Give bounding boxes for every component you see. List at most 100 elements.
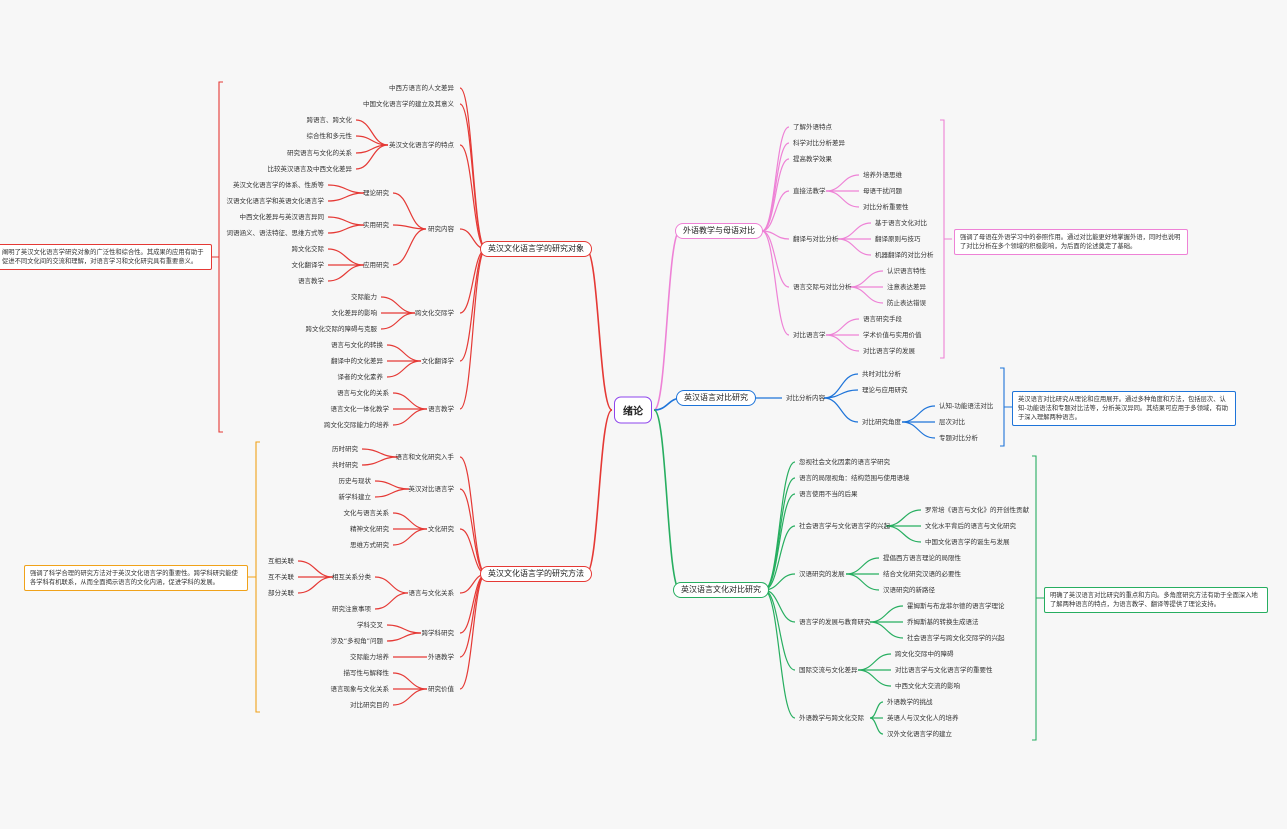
node-method-m2-items-1[interactable]: 新学科建立 (339, 493, 372, 501)
node-method-m4[interactable]: 语言与文化关系 (409, 589, 455, 597)
node-culture-k2-items-0[interactable]: 提倡西方语言理论的局限性 (883, 554, 961, 562)
node-culture-k2[interactable]: 汉语研究的发展 (799, 570, 845, 578)
node-culture-k3[interactable]: 语言学的发展与教育研究 (799, 618, 871, 626)
node-fl-g1-items-0[interactable]: 培养外语思维 (863, 171, 902, 179)
node-method-m5-items-1[interactable]: 涉及“多视角”问题 (331, 637, 383, 645)
node-culture-k5-items-2[interactable]: 汉外文化语言学的建立 (887, 730, 952, 738)
node-obj-c1-items-1[interactable]: 综合性和多元性 (307, 132, 353, 140)
node-culture-k1-items-0[interactable]: 罗常培《语言与文化》的开创性贡献 (925, 506, 1029, 514)
node-method-m1[interactable]: 语言和文化研究入手 (396, 453, 455, 461)
node-method-m4a-items-0[interactable]: 互相关联 (268, 557, 294, 565)
node-fl-g4-items-2[interactable]: 对比语言学的发展 (863, 347, 915, 355)
node-fl-g2[interactable]: 翻译与对比分析 (793, 235, 839, 243)
node-method-m3-items-0[interactable]: 文化与语言关系 (344, 509, 390, 517)
node-fl-g3-items-0[interactable]: 认识语言特性 (887, 267, 926, 275)
node-fl-g1-items-2[interactable]: 对比分析重要性 (863, 203, 909, 211)
node-obj-c1-items-0[interactable]: 跨语言、跨文化 (307, 116, 353, 124)
node-method-m6[interactable]: 外语教学 (428, 653, 454, 661)
node-fl-top-2[interactable]: 提高教学效果 (793, 155, 832, 163)
node-fl-g4-items-0[interactable]: 语言研究手段 (863, 315, 902, 323)
node-fl-g1-items-1[interactable]: 母语干扰问题 (863, 187, 902, 195)
node-obj-c2a-items-0[interactable]: 英汉文化语言学的体系、性质等 (233, 181, 324, 189)
node-method-m5[interactable]: 跨学科研究 (422, 629, 455, 637)
node-culture-top-2[interactable]: 语言使用不当的后果 (799, 490, 858, 498)
node-culture-k3-items-1[interactable]: 乔姆斯基的转换生成语法 (907, 618, 979, 626)
node-culture-k2-items-2[interactable]: 汉语研究的新路径 (883, 586, 935, 594)
node-fl-g4[interactable]: 对比语言学 (793, 331, 826, 339)
node-method-m7-items-2[interactable]: 对比研究目的 (350, 701, 389, 709)
node-method-m7-items-0[interactable]: 描写性与解释性 (344, 669, 390, 677)
node-obj-top1[interactable]: 中西方语言的人文差异 (389, 84, 454, 92)
node-culture-k1-items-2[interactable]: 中国文化语言学的诞生与发展 (925, 538, 1010, 546)
node-fl-g2-items-0[interactable]: 基于语言文化对比 (875, 219, 927, 227)
node-culture-k4-items-0[interactable]: 跨文化交际中的障碍 (895, 650, 954, 658)
node-method-m3-items-2[interactable]: 思维方式研究 (350, 541, 389, 549)
node-fl-g2-items-2[interactable]: 机器翻译的对比分析 (875, 251, 934, 259)
node-obj-c3-items-1[interactable]: 文化差异的影响 (332, 309, 378, 317)
section-research-method[interactable]: 英汉文化语言学的研究方法 (480, 566, 592, 582)
node-obj-c2a[interactable]: 理论研究 (363, 189, 389, 197)
node-method-m2-items-0[interactable]: 历史与现状 (339, 477, 372, 485)
node-method-m1-items-1[interactable]: 共时研究 (332, 461, 358, 469)
node-lang-h[interactable]: 对比分析内容 (786, 394, 825, 402)
node-culture-top-1[interactable]: 语言的局限视角：结构范围与使用语境 (799, 474, 910, 482)
node-method-m5-items-0[interactable]: 学科交叉 (357, 621, 383, 629)
node-method-m2[interactable]: 英汉对比语言学 (409, 485, 455, 493)
node-obj-c2[interactable]: 研究内容 (428, 225, 454, 233)
node-fl-top-0[interactable]: 了解外语特点 (793, 123, 832, 131)
node-obj-c1-items-3[interactable]: 比较英汉语言及中西文化差异 (268, 165, 353, 173)
node-fl-g2-items-1[interactable]: 翻译原则与技巧 (875, 235, 921, 243)
section-research-object[interactable]: 英汉文化语言学的研究对象 (480, 241, 592, 257)
node-culture-k5-items-0[interactable]: 外语教学的挑战 (887, 698, 933, 706)
node-obj-c4-items-1[interactable]: 翻译中的文化差异 (331, 357, 383, 365)
node-method-m6-items-0[interactable]: 交际能力培养 (350, 653, 389, 661)
section-foreign-language-teaching[interactable]: 外语教学与母语对比 (675, 223, 763, 239)
section-culture-comparison[interactable]: 英汉语言文化对比研究 (673, 582, 769, 598)
node-lang-h2-items-2[interactable]: 专题对比分析 (939, 434, 978, 442)
node-method-m1-items-0[interactable]: 历时研究 (332, 445, 358, 453)
node-culture-k1-items-1[interactable]: 文化水平背后的语言与文化研究 (925, 522, 1016, 530)
node-obj-c5-items-1[interactable]: 语言文化一体化教学 (331, 405, 390, 413)
node-method-m7-items-1[interactable]: 语言现象与文化关系 (331, 685, 390, 693)
node-fl-top-1[interactable]: 科学对比分析差异 (793, 139, 845, 147)
node-lang-items-0[interactable]: 共时对比分析 (862, 370, 901, 378)
node-obj-c2c[interactable]: 应用研究 (363, 261, 389, 269)
node-obj-c4[interactable]: 文化翻译学 (422, 357, 455, 365)
node-culture-top-0[interactable]: 忽视社会文化因素的语言学研究 (799, 458, 890, 466)
node-culture-k1[interactable]: 社会语言学与文化语言学的兴起 (799, 522, 890, 530)
node-fl-g4-items-1[interactable]: 学术价值与实用价值 (863, 331, 922, 339)
node-fl-g3-items-1[interactable]: 注意表达差异 (887, 283, 926, 291)
node-lang-h2[interactable]: 对比研究角度 (862, 418, 901, 426)
node-obj-c1[interactable]: 英汉文化语言学的特点 (389, 141, 454, 149)
node-lang-items-1[interactable]: 理论与应用研究 (862, 386, 908, 394)
node-obj-c5-items-0[interactable]: 语言与文化的关系 (337, 389, 389, 397)
node-obj-c3[interactable]: 跨文化交际学 (415, 309, 454, 317)
node-culture-k5[interactable]: 外语教学与跨文化交际 (799, 714, 864, 722)
node-method-m4a-items-1[interactable]: 互不关联 (268, 573, 294, 581)
node-obj-c2b-items-1[interactable]: 词语涵义、语法特征、思维方式等 (227, 229, 325, 237)
node-method-m7[interactable]: 研究价值 (428, 685, 454, 693)
node-obj-c5-items-2[interactable]: 跨文化交际能力的培养 (324, 421, 389, 429)
node-obj-top2[interactable]: 中国文化语言学的建立及其意义 (363, 100, 454, 108)
node-obj-c4-items-2[interactable]: 译者的文化素养 (338, 373, 384, 381)
node-method-m3[interactable]: 文化研究 (428, 525, 454, 533)
node-obj-c2c-items-2[interactable]: 语言教学 (298, 277, 324, 285)
node-obj-c2c-items-0[interactable]: 跨文化交际 (292, 245, 325, 253)
node-obj-c3-items-2[interactable]: 跨文化交际的障碍与克服 (306, 325, 378, 333)
node-obj-c2a-items-1[interactable]: 汉语文化语言学和英语文化语言学 (227, 197, 325, 205)
node-culture-k5-items-1[interactable]: 英语人与汉文化人的培养 (887, 714, 959, 722)
node-fl-g3-items-2[interactable]: 防止表达错误 (887, 299, 926, 307)
node-fl-g1[interactable]: 直接法教学 (793, 187, 826, 195)
node-culture-k4-items-1[interactable]: 对比语言学与文化语言学的重要性 (895, 666, 993, 674)
node-culture-k4-items-2[interactable]: 中西文化大交流的影响 (895, 682, 960, 690)
node-obj-c3-items-0[interactable]: 交际能力 (351, 293, 377, 301)
node-method-m3-items-1[interactable]: 精神文化研究 (350, 525, 389, 533)
node-obj-c5[interactable]: 语言教学 (428, 405, 454, 413)
node-lang-h2-items-0[interactable]: 认知-功能语法对比 (939, 402, 993, 410)
node-method-m4b[interactable]: 研究注意事项 (332, 605, 371, 613)
node-lang-h2-items-1[interactable]: 层次对比 (939, 418, 965, 426)
node-culture-k4[interactable]: 国际交流与文化差异 (799, 666, 858, 674)
node-culture-k2-items-1[interactable]: 结合文化研究汉语的必要性 (883, 570, 961, 578)
node-obj-c4-items-0[interactable]: 语言与文化的转换 (331, 341, 383, 349)
node-obj-c2b[interactable]: 实用研究 (363, 221, 389, 229)
